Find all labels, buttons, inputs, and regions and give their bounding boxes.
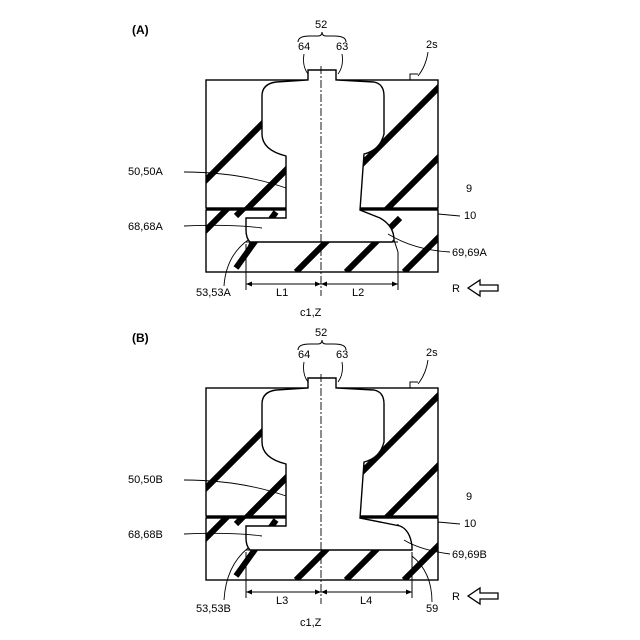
label-59-b: 59 — [426, 603, 438, 615]
leader-63-a — [338, 54, 343, 74]
dim-left-b: L3 — [276, 595, 288, 607]
leader-2s-b — [418, 360, 428, 384]
surface-label-b: 2s — [426, 347, 438, 359]
leader-63-b — [338, 362, 343, 382]
label-10-b: 10 — [464, 518, 476, 530]
dim-left-a: L1 — [276, 287, 288, 299]
axis-label-a: c1,Z — [300, 307, 322, 319]
callout-52-b: 52 — [315, 327, 327, 339]
callout-63-a: 63 — [336, 41, 348, 53]
leader-2s-a — [418, 52, 428, 76]
label-68-a: 68,68A — [128, 221, 164, 233]
direction-label-b: R — [452, 591, 460, 603]
label-69-b: 69,69B — [452, 549, 487, 561]
direction-arrow-a — [468, 280, 498, 296]
label-9-b: 9 — [466, 491, 472, 503]
label-53-b: 53,53B — [196, 603, 231, 615]
panel-b: (B) — [128, 327, 498, 629]
label-9-a: 9 — [466, 183, 472, 195]
direction-arrow-b — [468, 588, 498, 604]
label-68-b: 68,68B — [128, 529, 163, 541]
leader-10-b — [438, 522, 460, 524]
label-53-a: 53,53A — [196, 287, 232, 299]
leader-10-a — [438, 214, 460, 216]
dim-right-a: L2 — [352, 287, 364, 299]
label-50-b: 50,50B — [128, 474, 163, 486]
label-10-a: 10 — [464, 210, 476, 222]
direction-label-a: R — [452, 283, 460, 295]
surface-label-a: 2s — [426, 39, 438, 51]
panel-a: (A) — [128, 19, 498, 319]
step-2s-b — [410, 382, 418, 388]
callout-64-b: 64 — [298, 349, 310, 361]
step-2s-a — [410, 74, 418, 80]
panel-b-label: (B) — [132, 331, 149, 345]
axis-label-b: c1,Z — [300, 617, 322, 629]
label-50-a: 50,50A — [128, 166, 164, 178]
panel-a-label: (A) — [132, 23, 149, 37]
dim-right-b: L4 — [360, 595, 372, 607]
callout-64-a: 64 — [298, 41, 310, 53]
callout-63-b: 63 — [336, 349, 348, 361]
callout-52-a: 52 — [315, 19, 327, 31]
label-69-a: 69,69A — [452, 247, 488, 259]
